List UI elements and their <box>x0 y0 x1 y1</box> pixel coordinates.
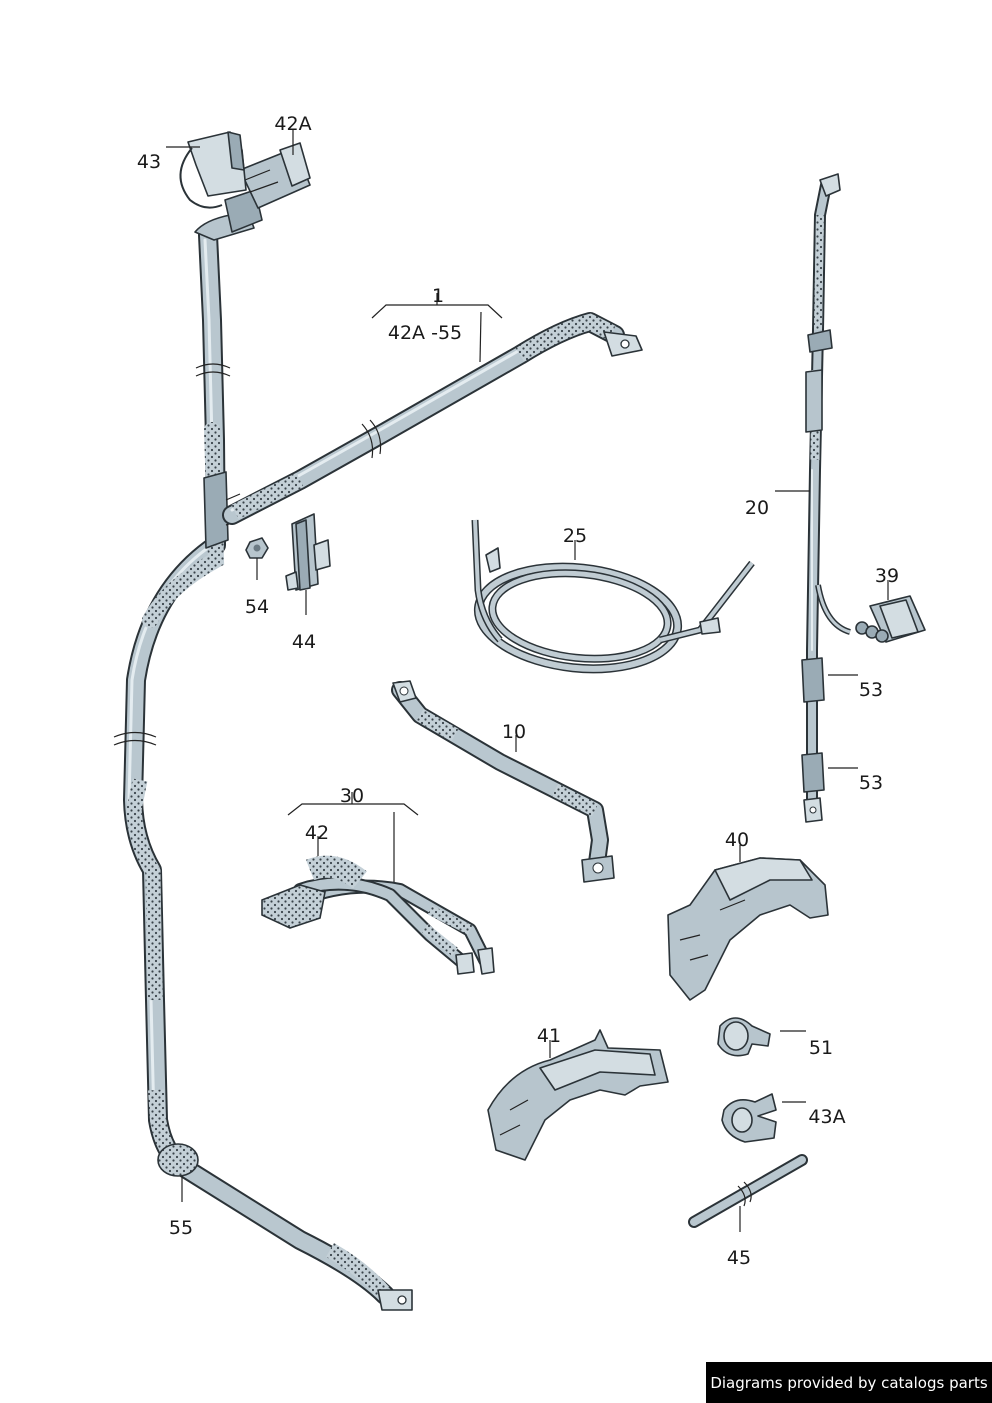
label-25: 25 <box>563 525 587 547</box>
label-30: 30 <box>340 785 364 807</box>
main-harness-cable <box>113 225 413 1311</box>
label-54: 54 <box>245 596 269 618</box>
clip-51 <box>717 1017 771 1057</box>
label-39: 39 <box>875 565 899 587</box>
harness-20 <box>801 173 852 823</box>
leader-lines <box>166 130 889 1232</box>
label-43: 43 <box>137 151 161 173</box>
label-55: 55 <box>169 1217 193 1239</box>
harness-30 <box>261 855 495 975</box>
label-51: 51 <box>809 1037 833 1059</box>
connector-39 <box>855 595 926 643</box>
label-42a-top: 42A <box>274 113 311 135</box>
label-40: 40 <box>725 829 749 851</box>
label-42: 42 <box>305 822 329 844</box>
cover-40 <box>667 857 829 1001</box>
clip-43a <box>721 1093 777 1143</box>
label-43a: 43A <box>808 1106 845 1128</box>
label-53-lower: 53 <box>859 772 883 794</box>
label-20: 20 <box>745 497 769 519</box>
label-10: 10 <box>502 721 526 743</box>
cable-10 <box>391 680 615 883</box>
cover-41 <box>487 1029 669 1161</box>
label-1: 1 <box>432 285 444 307</box>
nut-54 <box>245 537 269 559</box>
label-44: 44 <box>292 631 316 653</box>
label-53-upper: 53 <box>859 679 883 701</box>
part-labels: 1 42A -55 42A 43 54 44 25 20 39 53 53 10… <box>137 113 899 1269</box>
watermark-banner: Diagrams provided by catalogs parts <box>706 1362 992 1403</box>
cable-coil-25 <box>471 519 755 674</box>
branch-cable <box>222 312 643 525</box>
sleeve-45 <box>688 1154 808 1228</box>
connector-42a <box>194 142 311 241</box>
label-45: 45 <box>727 1247 751 1269</box>
connector-43 <box>179 131 247 209</box>
label-41: 41 <box>537 1025 561 1047</box>
holder-44 <box>285 513 331 591</box>
label-42a-55: 42A -55 <box>388 322 462 344</box>
